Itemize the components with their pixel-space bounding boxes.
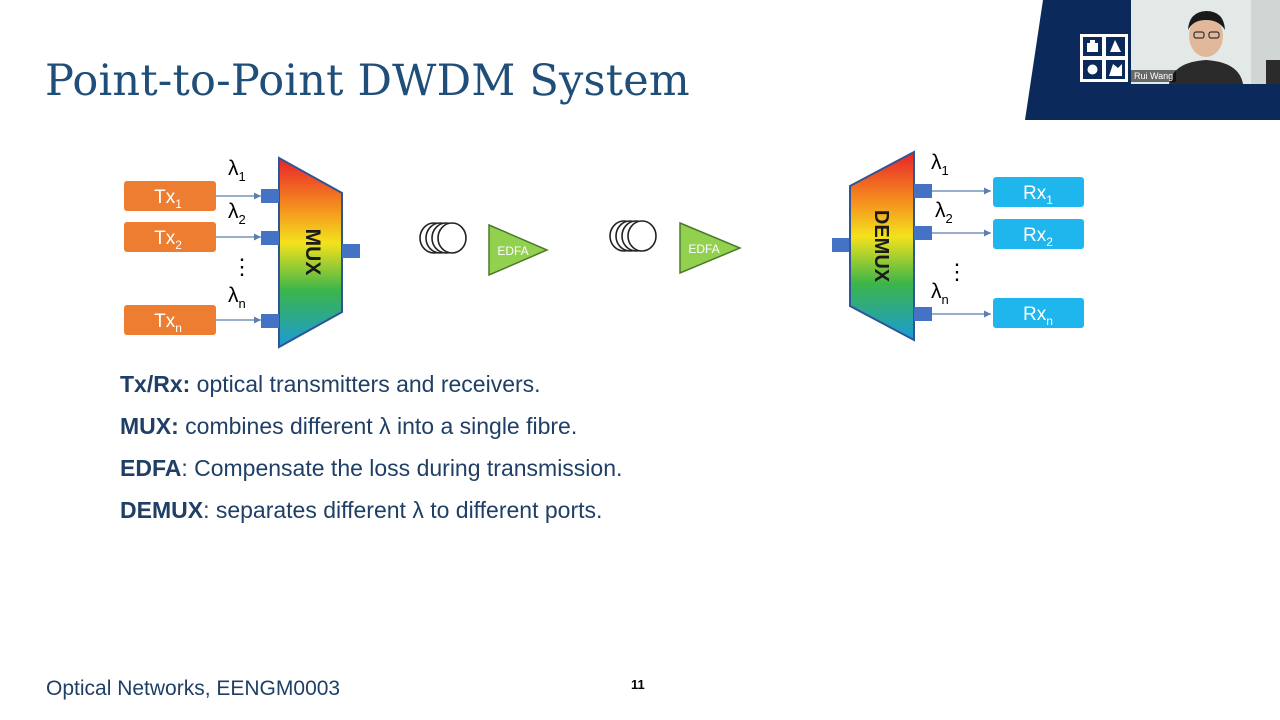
demux-port-1 [914,184,932,198]
rx-ellipsis: ⋮ [946,259,968,284]
svg-text:λn: λn [931,280,949,307]
dwdm-diagram: Tx1 Tx2 Txn λ1 λ2 λn ⋮ MUX EDFA [124,150,1084,349]
svg-text:Rx1: Rx1 [1023,183,1053,207]
mux-label: MUX [301,229,324,276]
transmitter-1: Tx1 [124,181,216,211]
rx-1-label: Rx [1023,183,1047,204]
lambda-2-out-sub: 2 [946,211,953,226]
transmitter-2: Tx2 [124,222,216,252]
description-text: : Compensate the loss during transmissio… [181,455,623,481]
svg-text:λ2: λ2 [228,200,246,227]
svg-text:λ1: λ1 [228,157,246,184]
lambda-1-in: λ [228,157,239,180]
lambda-n-in: λ [228,284,239,307]
lambda-1-out-sub: 1 [942,163,949,178]
participant-name-label: Rui Wang [1131,70,1177,82]
slide-title: Point-to-Point DWDM System [45,56,690,106]
rx-2-subscript: 2 [1046,235,1053,249]
lambda-n-out: λ [931,280,942,303]
demux-label: DEMUX [870,210,892,283]
mux-port-n [261,314,279,328]
demux-port-2 [914,226,932,240]
receiver-n: Rxn [993,298,1084,328]
tx-1-subscript: 1 [175,197,182,211]
university-crest-logo [1080,34,1128,82]
mux-port-2 [261,231,279,245]
transmitter-n: Txn [124,305,216,335]
edfa-2-label: EDFA [688,242,719,256]
edfa-amplifier-1: EDFA [488,223,549,277]
description-text: optical transmitters and receivers. [190,371,541,397]
description-text: combines different λ into a single fibre… [178,413,578,439]
tx-2-label: Tx [154,228,176,249]
lambda-2-in-sub: 2 [239,212,246,227]
lambda-n-out-sub: n [942,292,949,307]
lambda-1-in-sub: 1 [239,169,246,184]
demux-block [849,150,915,342]
description-mux: MUX: combines different λ into a single … [120,413,577,440]
lambda-1-out: λ [931,151,942,174]
description-term: EDFA [120,455,182,481]
rx-2-label: Rx [1023,225,1047,246]
description-edfa: EDFA: Compensate the loss during transmi… [120,455,622,482]
description-demux: DEMUX: separates different λ to differen… [120,497,602,524]
edfa-1-label: EDFA [497,244,528,258]
mux-port-1 [261,189,279,203]
description-term: Tx/Rx: [120,371,191,397]
svg-text:λ2: λ2 [935,199,953,226]
slide-footer: Optical Networks, EENGM0003 [46,677,341,700]
rx-n-label: Rx [1023,304,1047,325]
rx-n-subscript: n [1046,314,1053,328]
fibre-spool-1-icon [419,222,467,254]
receiver-1: Rx1 [993,177,1084,207]
description-term: MUX: [120,413,179,439]
lambda-n-in-sub: n [239,296,246,311]
receiver-2: Rx2 [993,219,1084,249]
mux-block [278,156,343,349]
lambda-2-out: λ [935,199,946,222]
page-number: 11 [631,677,645,692]
tx-1-label: Tx [154,187,176,208]
description-txrx: Tx/Rx: optical transmitters and receiver… [120,371,541,398]
demux-port-n [914,307,932,321]
svg-text:Tx1: Tx1 [154,187,182,211]
svg-text:Tx2: Tx2 [154,228,182,252]
fibre-spool-2-icon [609,220,657,252]
tx-n-label: Tx [154,311,176,332]
description-text: : separates different λ to different por… [203,497,603,523]
svg-text:Rx2: Rx2 [1023,225,1053,249]
svg-text:Txn: Txn [154,311,182,335]
demux-input-port [832,238,850,252]
svg-text:λ1: λ1 [931,151,949,178]
svg-text:Rxn: Rxn [1023,304,1053,328]
edfa-amplifier-2: EDFA [679,221,742,275]
tx-n-subscript: n [175,321,182,335]
rx-1-subscript: 1 [1046,193,1053,207]
tx-ellipsis: ⋮ [231,254,253,279]
tx-2-subscript: 2 [175,238,182,252]
svg-text:λn: λn [228,284,246,311]
description-term: DEMUX [120,497,204,523]
mux-output-port [342,244,360,258]
lambda-2-in: λ [228,200,239,223]
